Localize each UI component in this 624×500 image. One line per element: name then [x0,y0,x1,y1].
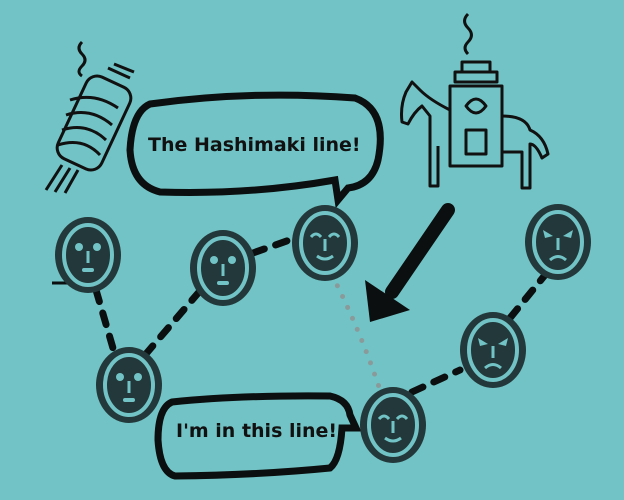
person-angry-icon[interactable] [460,312,526,388]
arrow-icon [365,203,455,322]
speech-bubble-bottom [154,392,362,480]
person-happy-icon[interactable] [360,387,426,463]
person-angry-icon[interactable] [525,204,591,280]
speech-bubble-top [126,91,384,209]
hashimaki-icon [44,40,135,194]
speech-text-bottom: I'm in this line! [176,420,338,442]
cut-in-path [329,272,383,393]
person-neutral-icon[interactable] [55,217,121,293]
person-happy-icon[interactable] [292,205,358,281]
queue-line [92,234,549,396]
horse-shrine-icon [400,12,550,190]
speech-text-top: The Hashimaki line! [148,134,361,156]
person-neutral-icon[interactable] [190,230,256,306]
person-neutral-icon[interactable] [96,347,162,423]
